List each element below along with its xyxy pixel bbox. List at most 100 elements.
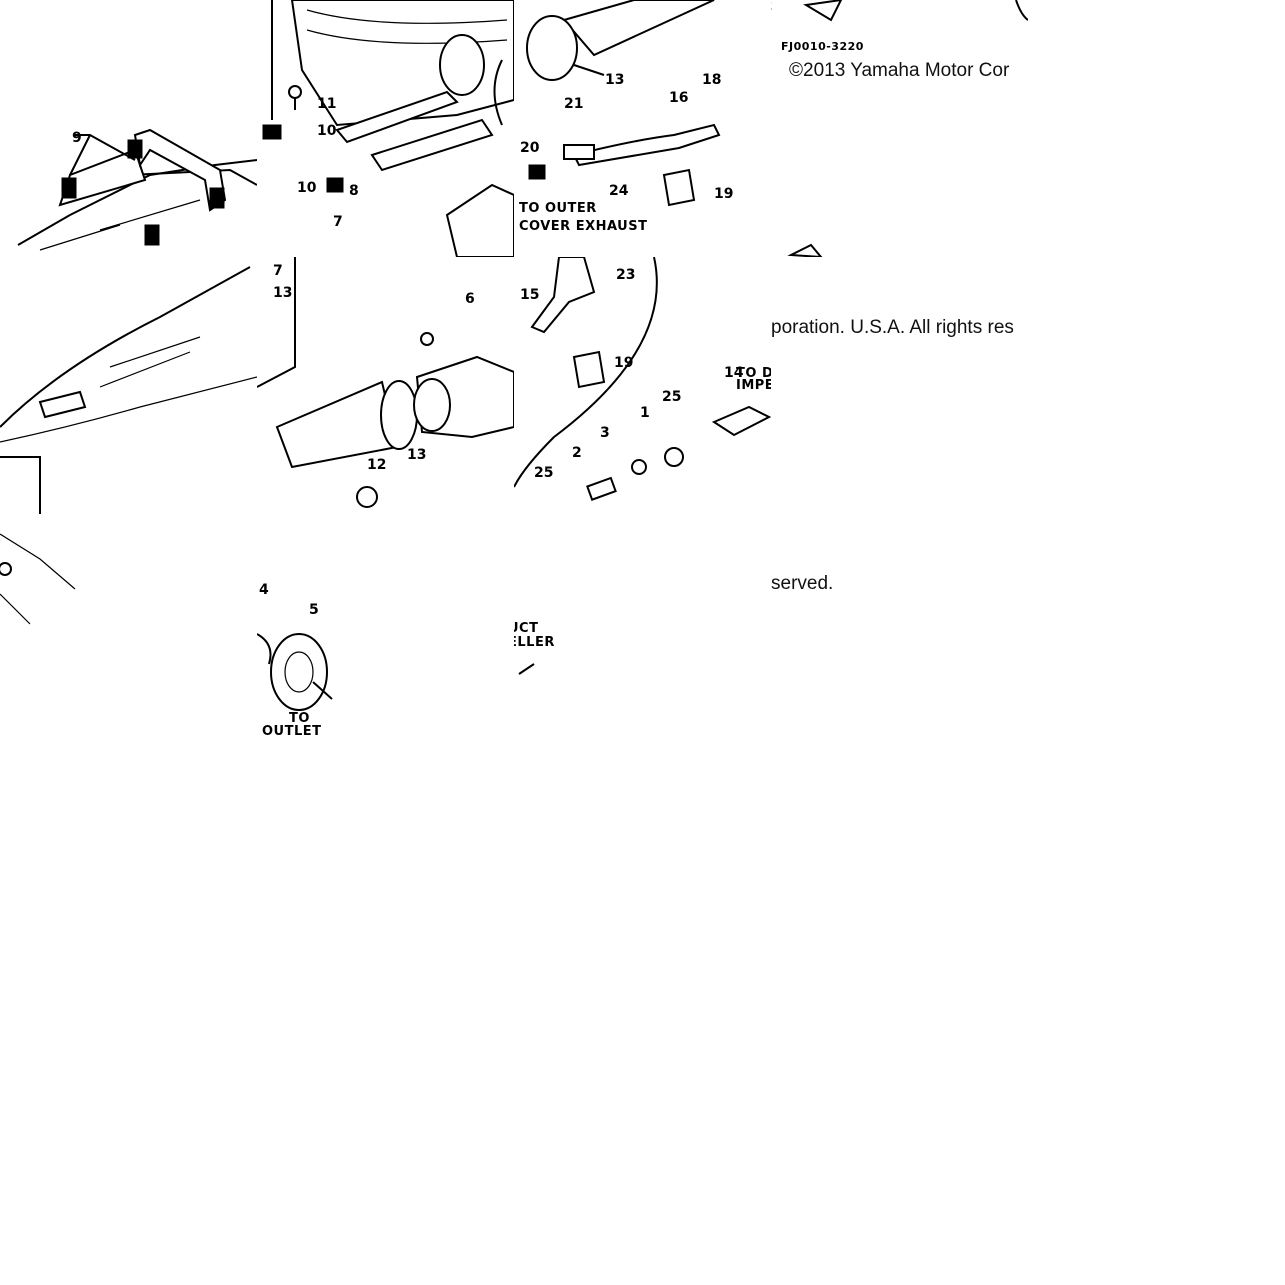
tile-hull-side <box>0 257 257 514</box>
callout-23: 23 <box>616 267 635 283</box>
tile-pipe-assembly: 7 13 12 13 6 <box>257 257 514 514</box>
callout-2: 2 <box>572 445 582 461</box>
exhaust-pipe <box>445 183 514 257</box>
callout-25b: 25 <box>662 389 681 405</box>
handle-foot <box>127 139 143 159</box>
copyright-line-3: served. <box>771 573 834 594</box>
drain-plug <box>0 562 12 576</box>
callout-19a: 19 <box>714 186 733 202</box>
tile-outlet: 4 5 TO OUTLET <box>257 514 514 771</box>
hose-clamp-13 <box>526 15 578 81</box>
hull-bottom-edge <box>0 376 257 443</box>
callout-21: 21 <box>564 96 583 112</box>
callout-12: 12 <box>367 457 386 473</box>
bracket-19b <box>572 350 606 389</box>
note-to-duct-1: TO D <box>736 366 771 381</box>
callout-18: 18 <box>702 72 721 88</box>
callout-5: 5 <box>309 602 319 618</box>
hose-clamp-partial <box>493 59 503 126</box>
callout-3: 3 <box>600 425 610 441</box>
callout-25c: 25 <box>534 465 553 481</box>
fitting-1 <box>664 447 684 467</box>
hull-curve <box>1015 0 1028 21</box>
callout-4: 4 <box>259 582 269 598</box>
callout-10b: 10 <box>297 180 317 196</box>
note-outlet-2: OUTLET <box>262 724 322 739</box>
tile-cover: 11 10 10 8 7 <box>257 0 514 257</box>
copyright-line-2: poration. U.S.A. All rights res <box>771 317 1014 338</box>
note-to-outer-2: COVER EXHAUST <box>519 219 647 234</box>
note-outlet-1: TO <box>289 711 310 726</box>
elbow-port <box>413 378 451 432</box>
bracket-19 <box>662 168 696 207</box>
screw-11 <box>288 85 302 99</box>
frame-lower <box>0 456 41 514</box>
handle-foot <box>144 224 160 246</box>
fitting-2 <box>586 476 617 501</box>
leader-9 <box>69 134 136 176</box>
callout-13b: 13 <box>273 285 292 301</box>
hose-15 <box>530 257 596 334</box>
callout-19b: 19 <box>614 355 633 371</box>
leader-13 <box>573 64 605 76</box>
callout-9: 9 <box>72 130 82 146</box>
callout-11: 11 <box>317 96 336 112</box>
callout-16: 16 <box>669 90 688 106</box>
tile-lower-hose: 15 23 19 14 25 1 3 2 25 TO D IMPE <box>514 257 771 514</box>
pipe-12 <box>275 380 399 469</box>
callout-7b: 7 <box>273 263 283 279</box>
tile-hose-fittings: 13 16 18 21 20 24 19 TO OUTER COVER EXHA… <box>514 0 771 257</box>
gasket-upper <box>335 90 459 144</box>
callout-24: 24 <box>609 183 629 199</box>
grab-handle-rear <box>133 128 227 212</box>
deck-detail <box>99 336 201 388</box>
tile-hull-top: 9 <box>0 0 257 257</box>
washer-3 <box>631 459 647 475</box>
gasket-4 <box>257 633 272 665</box>
callout-14: 14 <box>724 365 744 381</box>
cover-port <box>439 34 485 96</box>
gasket-lower <box>370 118 494 172</box>
frame-side <box>257 257 296 388</box>
seat-detail <box>38 390 87 419</box>
callout-6: 6 <box>465 291 475 307</box>
callout-15: 15 <box>520 287 539 303</box>
hull-outline <box>17 159 257 246</box>
note-duct-cont-1: UCT <box>514 621 538 636</box>
note-to-duct-2: IMPE <box>736 378 771 393</box>
duct-arrow <box>518 663 535 675</box>
bolt-6 <box>420 332 434 346</box>
exhaust-hose <box>562 0 715 57</box>
callout-8: 8 <box>349 183 359 199</box>
note-to-outer-1: TO OUTER <box>519 201 597 216</box>
fitting-end <box>356 486 378 508</box>
tube-16 <box>572 123 721 167</box>
tile-duct-cont: UCT ELLER <box>514 514 594 684</box>
copyright-line-1: ©2013 Yamaha Motor Cor <box>789 60 1010 81</box>
clip-10a <box>262 124 282 140</box>
outlet-plate-5 <box>270 633 328 711</box>
callout-13c: 13 <box>407 447 426 463</box>
tile-lower-left <box>0 514 80 654</box>
part-code: FJ0010-3220 <box>781 40 864 53</box>
note-duct-cont-2: ELLER <box>514 635 555 650</box>
callout-1: 1 <box>640 405 650 421</box>
callout-10a: 10 <box>317 123 337 139</box>
clip-10b <box>326 177 344 193</box>
callout-22: 22 <box>771 0 772 14</box>
hose-14 <box>711 405 771 437</box>
callout-13a: 13 <box>605 72 624 88</box>
clip-20 <box>528 164 546 180</box>
handle-foot <box>209 187 225 209</box>
outlet-hole <box>284 651 314 693</box>
clamp-13b <box>380 380 418 450</box>
hull-fragment <box>0 533 76 625</box>
callout-20: 20 <box>520 140 540 156</box>
hose-end <box>787 243 823 257</box>
tile-header-right: 22 25 17 <box>771 0 1028 257</box>
outlet-arrow <box>312 681 333 700</box>
fwd-arrow-icon <box>803 0 843 22</box>
callout-7: 7 <box>333 214 343 230</box>
drain-hose <box>514 257 658 488</box>
handle-foot <box>61 177 77 199</box>
